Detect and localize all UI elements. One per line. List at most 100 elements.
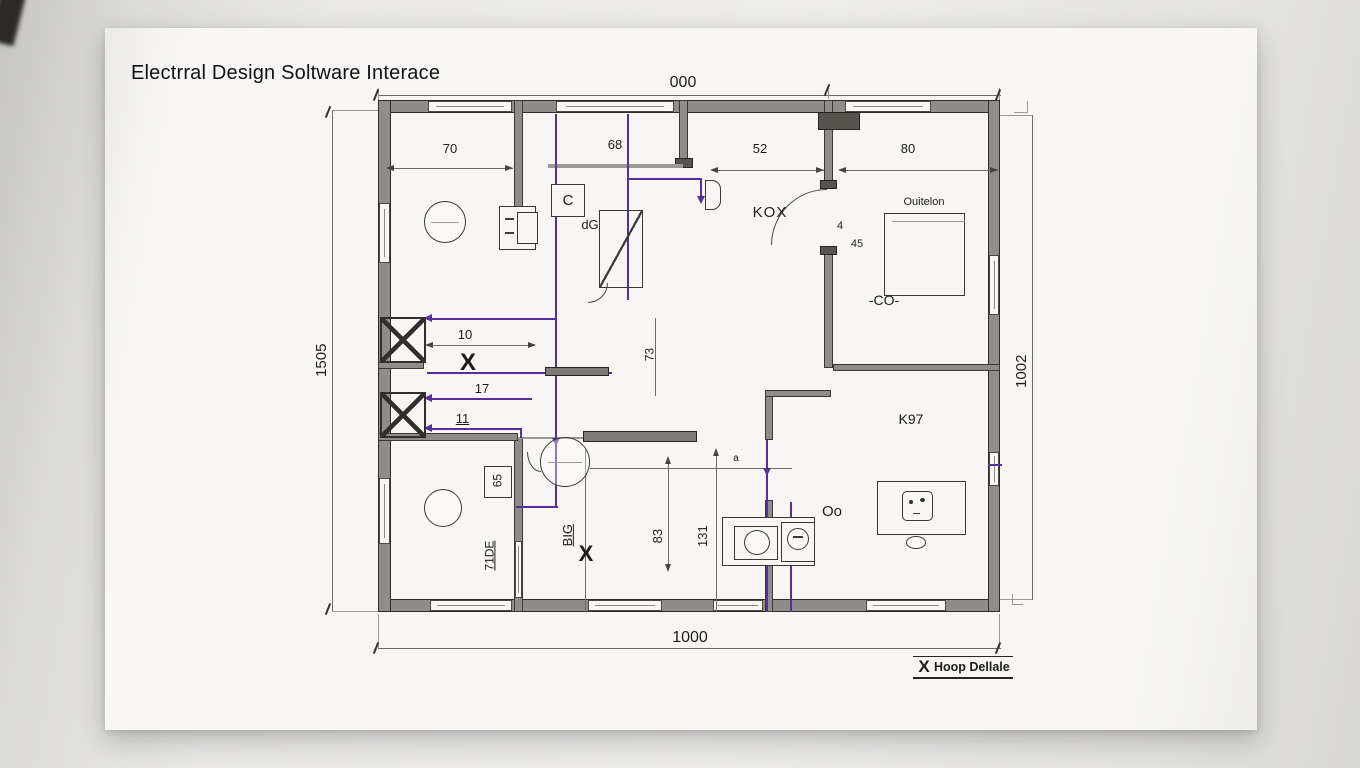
dimension-arrow xyxy=(816,167,824,173)
wire-run xyxy=(988,464,1002,466)
switch-mark xyxy=(505,232,514,234)
window-symbol xyxy=(845,101,931,112)
wire-run xyxy=(427,372,612,374)
dimension-line xyxy=(427,345,535,346)
dimension-label: 11 xyxy=(455,411,470,426)
component-box-symbol xyxy=(484,466,512,498)
socket-symbol xyxy=(913,513,920,514)
window-symbol xyxy=(556,101,674,112)
wire-arrow xyxy=(697,196,705,204)
window-symbol xyxy=(428,101,512,112)
wire-arrow xyxy=(424,424,432,432)
small-note: a xyxy=(733,453,739,464)
witness-line xyxy=(1000,115,1032,116)
cut-mark: X xyxy=(578,541,594,566)
ceiling-light-symbol xyxy=(431,222,459,223)
window-symbol xyxy=(430,600,512,611)
drawing-title: Electrral Design Soltware Interace xyxy=(131,62,441,84)
wall-cap xyxy=(820,246,837,255)
room-label: 71DE xyxy=(482,540,497,571)
wire-arrow xyxy=(424,394,432,402)
witness-line xyxy=(1012,594,1013,605)
dimension-label: 131 xyxy=(694,525,710,548)
outlet-oval-symbol xyxy=(906,536,926,549)
dimension-line xyxy=(388,168,513,169)
room-label: KOX xyxy=(752,204,788,221)
window-symbol xyxy=(588,600,662,611)
dimension-arrow xyxy=(386,165,394,171)
window-symbol xyxy=(989,255,999,315)
wall-beam xyxy=(583,431,697,442)
dimension-label: 17 xyxy=(474,381,490,396)
witness-line xyxy=(1014,112,1028,113)
legend-overline xyxy=(913,656,1013,657)
dimension-arrow xyxy=(838,167,846,173)
dimension-line xyxy=(712,170,824,171)
dimension-label-bottom: 1000 xyxy=(672,629,708,646)
witness-line xyxy=(378,88,379,100)
component-label: 65 xyxy=(490,473,505,488)
legend-label: Hoop Dellale xyxy=(934,660,1010,674)
door-note: 4 xyxy=(836,220,844,232)
burner-symbol xyxy=(787,528,809,550)
equipment-rect-symbol xyxy=(599,210,643,288)
component-label: Oo xyxy=(821,503,842,520)
dimension-label: 68 xyxy=(607,137,623,152)
wall-segment xyxy=(548,164,683,168)
wall-segment xyxy=(378,362,424,369)
window-symbol xyxy=(989,452,999,486)
witness-line xyxy=(1027,101,1028,113)
dimension-line xyxy=(716,450,717,612)
wall-segment xyxy=(824,246,833,368)
witness-line xyxy=(999,88,1000,100)
wire-run xyxy=(700,178,702,196)
dimension-line xyxy=(655,318,656,396)
witness-line xyxy=(332,611,378,612)
dimension-arrow xyxy=(713,448,719,456)
witness-line xyxy=(1000,599,1032,600)
switch-mark xyxy=(505,218,514,220)
wire-run xyxy=(427,428,522,430)
witness-line xyxy=(999,614,1000,648)
door-note: 45 xyxy=(850,238,864,250)
junction-box-symbol xyxy=(380,392,426,438)
legend-icon: X xyxy=(918,657,930,676)
dimension-arrow xyxy=(425,342,433,348)
wire-arrow xyxy=(763,468,771,476)
table-symbol xyxy=(892,221,965,222)
dimension-arrow xyxy=(505,165,513,171)
dimension-label-right: 1002 xyxy=(1012,354,1030,388)
dimension-arrow xyxy=(665,456,671,464)
dimension-line xyxy=(668,458,669,570)
dimension-arrow xyxy=(990,167,998,173)
dimension-label-left: 1505 xyxy=(312,343,330,377)
witness-line xyxy=(828,88,829,99)
ceiling-light-symbol xyxy=(548,462,582,463)
dimension-arrow xyxy=(528,342,536,348)
switch-box-symbol xyxy=(517,212,538,244)
wall-segment xyxy=(833,364,1000,371)
dimension-arrow xyxy=(665,564,671,572)
socket-symbol xyxy=(909,500,913,504)
junction-box-symbol xyxy=(380,317,426,363)
dimension-line xyxy=(1032,115,1033,600)
window-symbol xyxy=(379,478,390,544)
wall-cap xyxy=(820,180,837,189)
dimension-arrow xyxy=(710,167,718,173)
dimension-label: 83 xyxy=(649,528,665,544)
wire-run xyxy=(516,506,558,508)
dimension-label: 73 xyxy=(642,347,657,362)
dimension-label: 10 xyxy=(457,327,473,342)
legend-underline xyxy=(913,677,1013,679)
wall-segment xyxy=(679,100,688,166)
wall-segment xyxy=(765,396,773,440)
window-symbol xyxy=(379,203,390,263)
witness-line xyxy=(1012,604,1023,605)
dimension-label-top: 000 xyxy=(669,74,697,91)
wire-arrow xyxy=(424,314,432,322)
wall-segment xyxy=(765,390,831,397)
dimension-line xyxy=(332,110,333,612)
wire-run xyxy=(627,178,702,180)
wire-run xyxy=(520,428,522,438)
